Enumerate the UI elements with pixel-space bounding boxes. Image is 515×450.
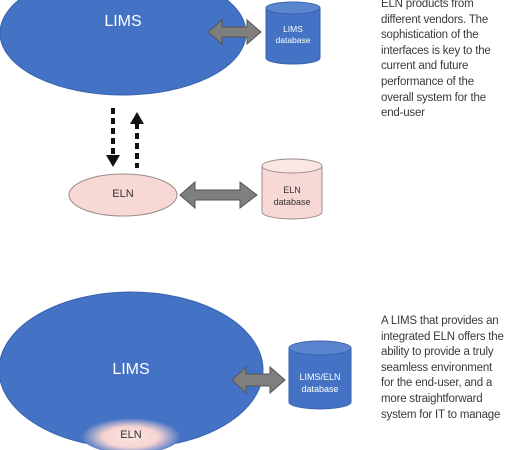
top-dashed-arrows [106,108,144,168]
caption-line: seamless environment [381,361,493,374]
top-lims-label: LIMS [104,13,142,30]
bottom-eln-label: ELN [120,429,142,441]
bottom-double-arrow [231,365,286,395]
top-eln-label: ELN [112,188,134,200]
caption-line: ability to provide a truly [381,346,494,359]
top-eln-database-cylinder [261,158,323,220]
caption-line: different vendors. The [381,13,489,26]
caption-line: ELN products from [381,0,474,10]
bottom-caption: A LIMS that provides an integrated ELN o… [381,314,515,423]
caption-line: end-user [381,107,425,120]
top-eln-db-label: ELN database [262,184,322,208]
caption-line: sophistication of the [381,29,479,42]
caption-line: integrated ELN offers the [381,330,504,343]
bottom-lims-label: LIMS [112,361,150,378]
caption-line: performance of the [381,75,474,88]
caption-line: overall system for the [381,91,486,104]
top-lims-database-cylinder [265,1,321,65]
bottom-eln-glow [81,416,181,450]
bottom-db-label-line2: database [301,384,339,394]
top-lims-db-label-line2: database [275,35,311,45]
top-eln-db-label-line2: database [273,197,311,207]
top-eln-db-label-line1: ELN [283,185,301,195]
caption-line: more straightforward [381,392,483,405]
top-eln-db-double-arrow [179,180,258,210]
caption-line: system for IT to manage [381,408,501,421]
caption-line: interfaces is key to the [381,44,491,57]
top-lims-db-double-arrow [207,18,262,46]
caption-line: A LIMS that provides an [381,315,499,327]
top-lims-db-label: LIMS database [266,24,320,46]
caption-line: for the end-user, and a [381,377,493,390]
bottom-lims-eln-database-cylinder [288,340,352,410]
bottom-db-label: LIMS/ELN database [289,371,351,395]
top-caption: ELN products from different vendors. The… [381,0,515,122]
caption-line: current and future [381,60,469,73]
top-eln-ellipse [68,173,178,217]
top-lims-db-label-line1: LIMS [283,24,303,34]
bottom-db-label-line1: LIMS/ELN [299,372,341,382]
